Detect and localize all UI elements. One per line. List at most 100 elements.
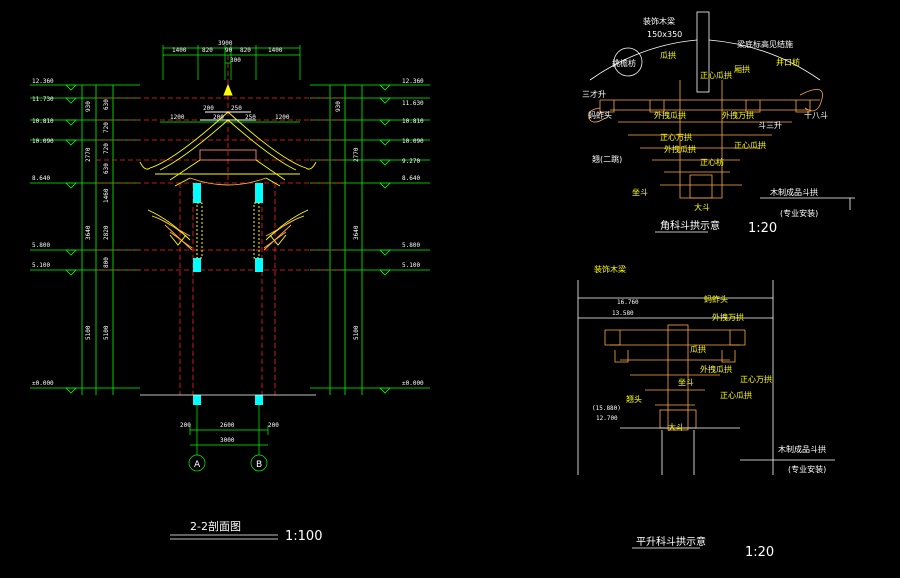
note: 三才升 — [582, 89, 606, 99]
level-label: 8.640 — [32, 175, 50, 182]
note: 外拽万拱 — [722, 110, 754, 120]
note: 坐斗 — [678, 378, 694, 387]
dim-label: 930 — [85, 101, 92, 112]
dim-label: 1460 — [103, 188, 110, 203]
bottom-dimension-labels: 200 2600 200 3000 A B — [180, 422, 279, 470]
columns — [140, 183, 316, 405]
pavilion-roof — [139, 83, 317, 187]
dim-label: 5100 — [103, 325, 110, 340]
dim-label: 2600 — [220, 422, 235, 429]
dim-label: 800 — [103, 257, 110, 268]
note: 正心瓜拱 — [734, 140, 766, 150]
level-label: 8.640 — [402, 175, 420, 182]
section-drawing — [30, 45, 430, 540]
lower-eaves — [147, 209, 309, 251]
corner-bracket-drawing — [588, 11, 855, 233]
level-label: ±0.000 — [32, 380, 54, 387]
note: 十八斗 — [804, 110, 828, 120]
left-level-labels: 12.360 11.730 10.810 10.090 8.640 5.800 … — [32, 78, 54, 387]
dim-label: 630 — [103, 99, 110, 110]
note: 正心瓜拱 — [720, 390, 752, 400]
flat-bracket-notes: 装饰木梁 16.760 13.580 蚂蚱头 外拽万拱 瓜拱 外拽瓜拱 正心万拱… — [592, 264, 826, 474]
dim-label: 2770 — [85, 147, 92, 162]
dim-total-top: 3900 — [218, 40, 233, 47]
note: 装饰木梁 — [594, 264, 626, 274]
note: 大斗 — [694, 202, 710, 212]
dim-label: 820 — [240, 47, 251, 54]
note: 瓜拱 — [690, 344, 706, 354]
dim-label: 5100 — [85, 325, 92, 340]
section-title-underline — [170, 534, 278, 540]
note: 瓜拱 — [660, 50, 676, 60]
axis-label-b: B — [256, 460, 262, 470]
level-label: ±0.000 — [402, 380, 424, 387]
note: 大斗 — [668, 422, 684, 432]
note: (专业安装) — [788, 464, 826, 474]
vertical-dimension-labels: 930 2770 3640 5100 630 720 720 630 1460 … — [85, 99, 360, 340]
note: 蚂蚱头 — [588, 110, 612, 120]
note: 坐斗 — [632, 188, 648, 197]
note: 厢拱 — [734, 64, 750, 74]
bottom-dimensions — [188, 405, 269, 472]
corner-bracket-title: 角科斗拱示意 — [660, 219, 720, 232]
dim-label: 1400 — [268, 47, 283, 54]
dim-label: 2770 — [353, 147, 360, 162]
note: 翘头 — [626, 394, 642, 404]
dim-label: 3000 — [220, 437, 235, 444]
note: 木制成品斗拱 — [778, 444, 826, 454]
level-label: 5.100 — [402, 262, 420, 269]
dim-label: 90 — [225, 47, 233, 54]
dim-label: 250 — [231, 105, 242, 112]
red-level-lines — [96, 55, 345, 395]
flat-bracket-drawing — [577, 280, 835, 549]
dim-label: 1400 — [172, 47, 187, 54]
note: 外拽瓜拱 — [664, 144, 696, 154]
note: 蚂蚱头 — [704, 294, 728, 304]
flat-bracket-title: 平升科斗拱示意 — [636, 535, 706, 548]
level-label: (15.880) — [592, 405, 621, 412]
level-label: 10.810 — [402, 118, 424, 125]
level-label: 10.810 — [32, 118, 54, 125]
dim-label: 5100 — [353, 325, 360, 340]
note: 装饰木梁 — [643, 16, 675, 26]
right-level-labels: 12.360 11.630 10.810 10.090 9.270 8.640 … — [402, 78, 424, 387]
dim-label: 930 — [335, 101, 342, 112]
note: 正心万拱 — [740, 374, 772, 384]
note: 木制成品斗拱 — [770, 187, 818, 197]
note: 150x350 — [647, 30, 682, 39]
note: (专业安装) — [780, 208, 818, 218]
dim-label: 3640 — [85, 225, 92, 240]
level-label: 11.730 — [32, 96, 54, 103]
level-label: 9.270 — [402, 158, 420, 165]
dim-label: 300 — [230, 57, 241, 64]
note: 正心枋 — [700, 157, 724, 167]
note: 翘(二跳) — [592, 154, 622, 164]
axis-label-a: A — [194, 460, 201, 470]
right-level-markers — [310, 84, 430, 395]
dim-label: 1200 — [275, 114, 290, 121]
level-label: 10.090 — [32, 138, 54, 145]
level-label: 5.800 — [402, 242, 420, 249]
level-label: 11.630 — [402, 100, 424, 107]
note: 外拽瓜拱 — [700, 364, 732, 374]
dim-label: 2820 — [103, 225, 110, 240]
note: 外拽瓜拱 — [654, 110, 686, 120]
dim-label: 630 — [103, 163, 110, 174]
level-label: 12.360 — [32, 78, 54, 85]
section-title: 2-2剖面图 — [190, 519, 241, 533]
level-label: 10.090 — [402, 138, 424, 145]
note: 外拽万拱 — [712, 312, 744, 322]
note: 梁底标高见结施 — [737, 39, 793, 49]
dim-label: 200 — [268, 422, 279, 429]
level-label: 16.760 — [617, 299, 639, 306]
level-label: 13.580 — [612, 310, 634, 317]
dim-label: 250 — [245, 114, 256, 121]
dim-label: 720 — [103, 143, 110, 154]
note: 正心万拱 — [660, 132, 692, 142]
dim-label: 200 — [180, 422, 191, 429]
dim-label: 200 — [213, 114, 224, 121]
dim-label: 3640 — [353, 225, 360, 240]
note: 挑檐枋 — [612, 58, 636, 68]
note: 井口枋 — [776, 57, 800, 67]
top-dimension-labels: 3900 1400 820 90 820 1400 300 1200 200 2… — [170, 40, 290, 121]
